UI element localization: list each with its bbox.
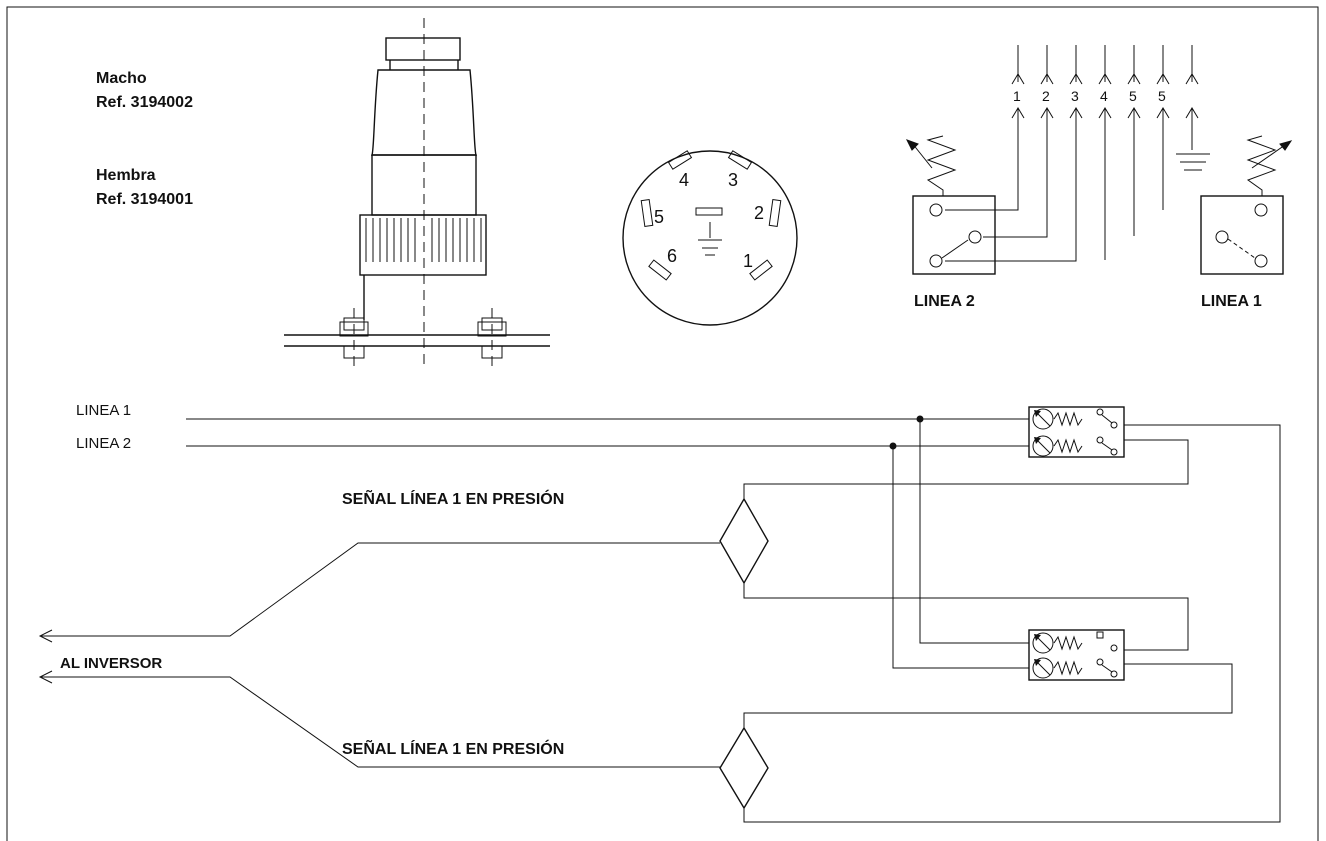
relay-block-top [1018, 406, 1125, 458]
screw-left [339, 308, 369, 366]
junction-dot [916, 415, 924, 423]
knurl-lines [365, 218, 482, 262]
spring-icon [1053, 660, 1083, 676]
socket-pin-label: 3 [728, 170, 738, 190]
switch-label-left: LINEA 2 [914, 293, 975, 310]
signal-diamond-bottom [719, 726, 769, 810]
wiring-lines [40, 418, 1281, 823]
spring-icon [1053, 411, 1083, 427]
terminal-number: 5 [1158, 88, 1166, 104]
center-key [695, 207, 723, 216]
terminal-number: 3 [1071, 88, 1079, 104]
pin-2-slot [768, 199, 782, 227]
pin-3-slot [727, 150, 753, 170]
signal-label-bottom: SEÑAL LÍNEA 1 EN PRESIÓN [342, 738, 564, 758]
line-1-label: LINEA 1 [76, 402, 131, 419]
inverter-label: AL INVERSOR [60, 655, 162, 672]
male-ref: Ref. 3194002 [96, 94, 193, 111]
terminal-number: 4 [1100, 88, 1108, 104]
connector-cap [385, 37, 461, 61]
socket-pin-label: 6 [667, 246, 677, 266]
junction-dot [889, 442, 897, 450]
linea-1-switch [1200, 135, 1293, 275]
switch-label-right: LINEA 1 [1201, 293, 1262, 310]
socket-pin-label: 2 [754, 203, 764, 223]
spring-icon [1053, 635, 1083, 651]
ground-icon [698, 222, 722, 256]
arrow-left-icon [38, 629, 53, 643]
socket-pin-label: 4 [679, 170, 689, 190]
signal-label-top: SEÑAL LÍNEA 1 EN PRESIÓN [342, 488, 564, 508]
connector-side-view [284, 18, 550, 368]
terminal-number: 1 [1013, 88, 1021, 104]
pin-6-slot [648, 259, 672, 281]
terminal-number: 5 [1129, 88, 1137, 104]
linea-2-switch [905, 135, 996, 275]
socket-pin-label: 5 [654, 207, 664, 227]
arrow-left-icon [38, 670, 53, 684]
spring-icon [1053, 438, 1083, 454]
pin-5-slot [640, 199, 654, 227]
spring-icon [1246, 135, 1277, 196]
pin-1-slot [749, 259, 773, 281]
line-2-label: LINEA 2 [76, 435, 131, 452]
pin-4-slot [667, 150, 693, 170]
screw-right [477, 308, 507, 366]
socket-face: 1 2 3 4 5 6 [622, 150, 798, 326]
spring-icon [926, 135, 957, 196]
socket-outline [622, 150, 798, 326]
signal-diamond-top [719, 497, 769, 585]
terminal-number: 2 [1042, 88, 1050, 104]
knurled-nut [359, 214, 487, 276]
female-title: Hembra [96, 167, 156, 184]
female-ref: Ref. 3194001 [96, 191, 193, 208]
socket-pin-label: 1 [743, 251, 753, 271]
ground-icon [1176, 153, 1210, 171]
page-frame [6, 6, 1319, 841]
male-title: Macho [96, 70, 147, 87]
terminal-strip: 1 2 3 4 5 5 [945, 45, 1210, 262]
relay-block-bottom [1018, 629, 1125, 681]
